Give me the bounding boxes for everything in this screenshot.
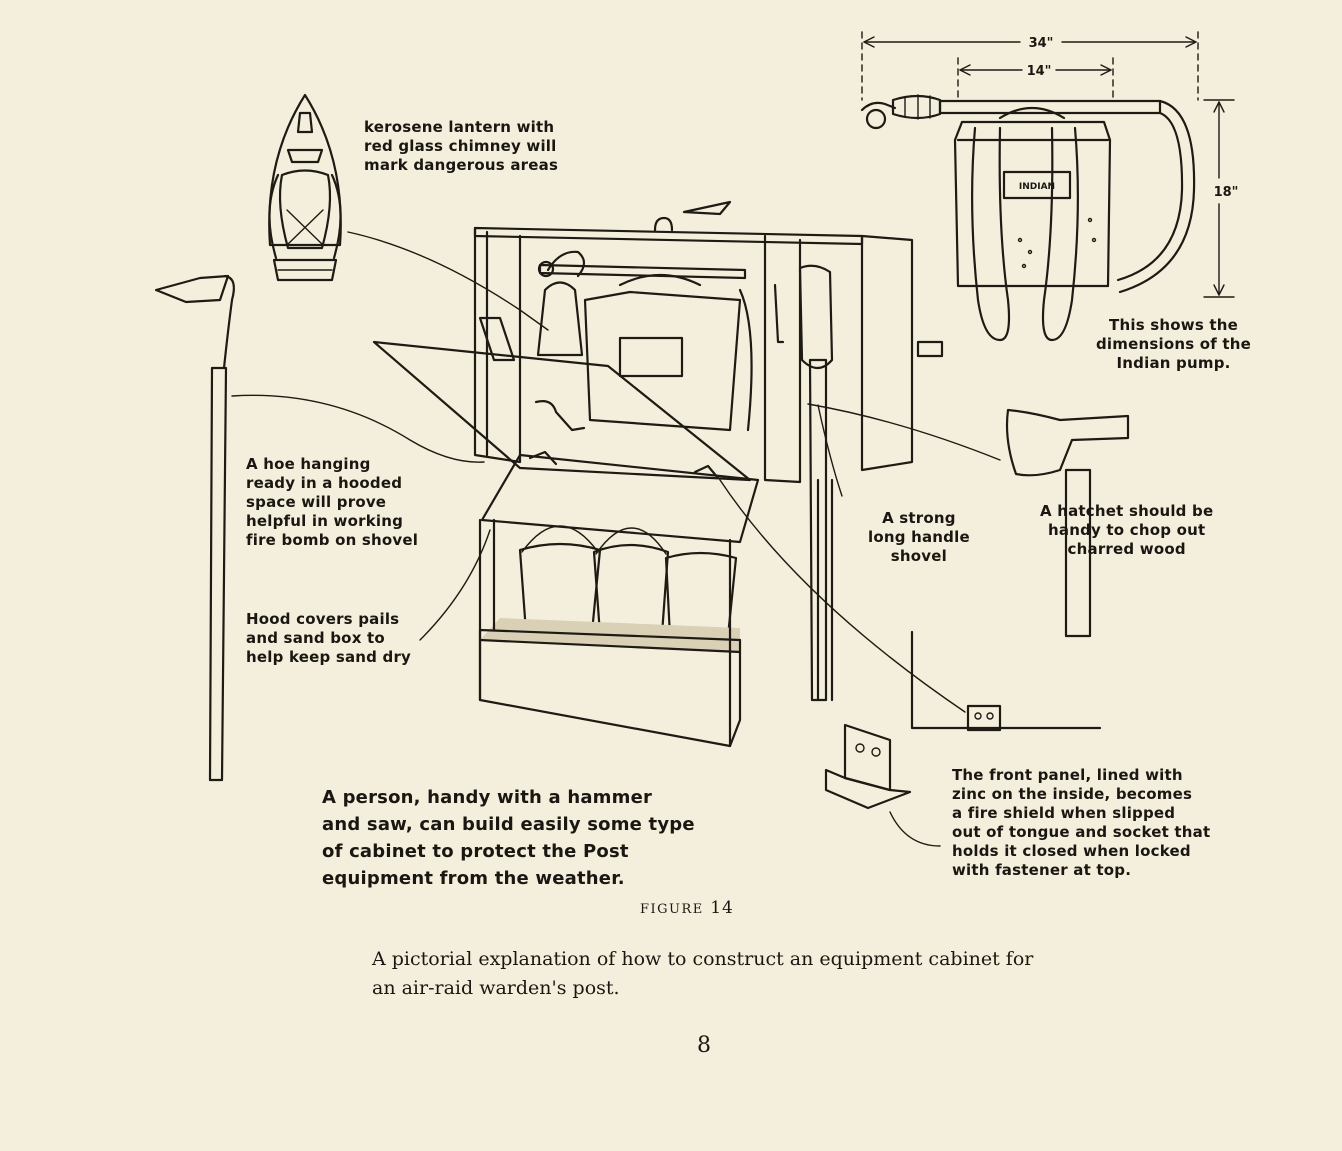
front-panel-note: The front panel, lined with zinc on the … [952, 766, 1211, 879]
page-number: 8 [697, 1033, 711, 1058]
height-dimension: 18" [1214, 185, 1239, 200]
hoe-drawing [156, 276, 234, 780]
pump-tank-label: INDIAN [1019, 182, 1055, 192]
leader-lines [232, 232, 1000, 846]
lantern-drawing [269, 95, 341, 280]
tank-width-dimension: 14" [1027, 64, 1052, 79]
figure-caption: A pictorial explanation of how to constr… [372, 948, 1034, 999]
figure-prefix: FIGURE [640, 902, 704, 917]
person-note: A person, handy with a hammer and saw, c… [322, 787, 695, 889]
hoe-note: A hoe hanging ready in a hooded space wi… [246, 455, 419, 549]
pump-dimensions-note: This shows the dimensions of the Indian … [1096, 316, 1252, 372]
overall-width-dimension: 34" [1029, 36, 1054, 51]
cabinet-drawing [374, 202, 942, 746]
pump-dimension-lines [862, 32, 1234, 297]
figure-label: FIGURE 14 [640, 898, 734, 918]
figure-number: 14 [710, 898, 734, 918]
hood-note: Hood covers pails and sand box to help k… [246, 610, 412, 666]
tongue-and-socket-detail [826, 632, 1100, 808]
lantern-note: kerosene lantern with red glass chimney … [364, 118, 559, 174]
indian-pump-drawing [862, 95, 1194, 340]
hatchet-drawing [1007, 410, 1128, 636]
hatchet-note: A hatchet should be handy to chop out ch… [1040, 502, 1214, 558]
shovel-note: A strong long handle shovel [868, 509, 970, 565]
